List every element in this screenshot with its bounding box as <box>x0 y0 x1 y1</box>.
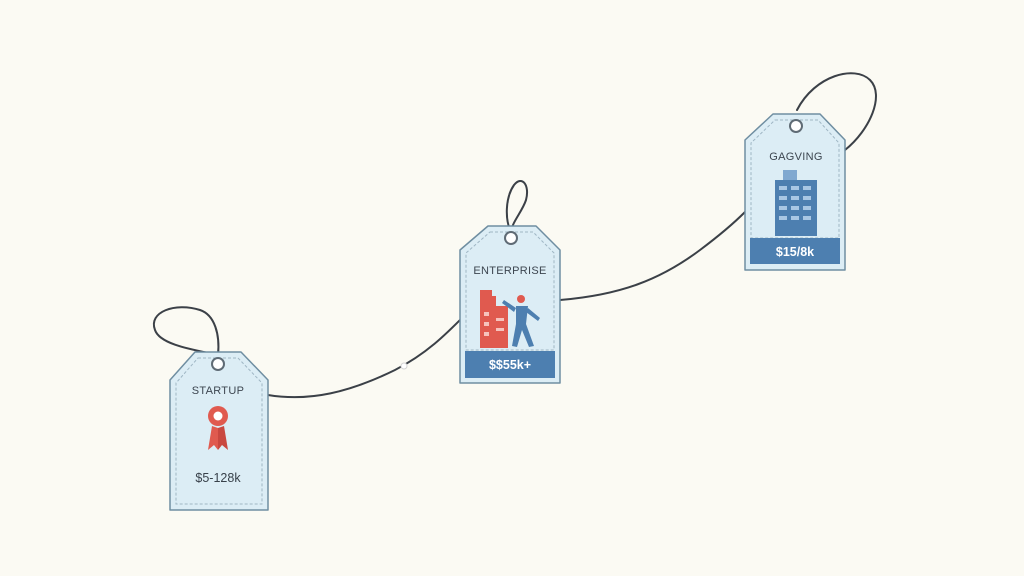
tag-eyelet <box>789 119 803 133</box>
string-knot <box>400 362 408 370</box>
tag-string-loop <box>152 306 220 356</box>
tag-price: $$55k+ <box>489 358 531 372</box>
price-tag-gagving: GAGVING $15/8k <box>744 113 846 271</box>
price-tag-startup: STARTUP $5-128k <box>152 306 269 511</box>
award-ribbon-icon <box>208 406 228 450</box>
factory-worker-icon <box>480 290 540 348</box>
tag-price-band <box>750 238 840 264</box>
connecting-string <box>267 72 877 399</box>
tag-eyelet <box>504 231 518 245</box>
office-building-icon <box>775 170 817 236</box>
tag-price: $15/8k <box>776 245 814 259</box>
price-tag-enterprise: ENTERPRISE $$55k+ <box>459 180 561 384</box>
tag-label: STARTUP <box>192 385 244 397</box>
tag-price: $5-128k <box>195 471 241 485</box>
tag-label: GAGVING <box>769 151 822 163</box>
tag-stitching <box>465 231 555 351</box>
tag-price-band <box>465 351 555 378</box>
tag-stitching <box>175 357 263 505</box>
tag-stitching <box>750 119 840 239</box>
tag-string-loop <box>505 180 528 233</box>
tag-label: ENTERPRISE <box>473 265 546 277</box>
tag-eyelet <box>211 357 225 371</box>
